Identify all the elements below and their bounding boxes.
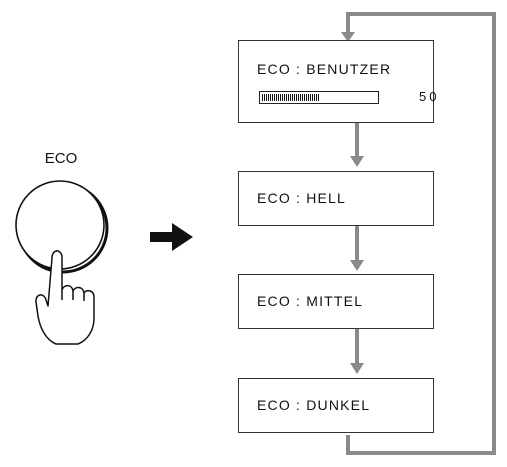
mode-box-hell: ECO : HELL <box>238 171 434 226</box>
level-value: 50 <box>419 89 440 104</box>
down-connector-3 <box>350 329 364 374</box>
hand-icon <box>35 250 95 345</box>
mode-label-dunkel: ECO : DUNKEL <box>257 397 371 413</box>
loop-connector <box>346 12 496 455</box>
mode-box-benutzer: ECO : BENUTZER 50 <box>238 40 436 123</box>
mode-label-mittel: ECO : MITTEL <box>257 293 364 309</box>
level-bar <box>259 91 379 104</box>
eco-button-label: ECO <box>44 150 78 167</box>
down-connector-1 <box>350 123 364 167</box>
down-connector-2 <box>350 226 364 271</box>
mode-box-mittel: ECO : MITTEL <box>238 274 434 329</box>
mode-box-dunkel: ECO : DUNKEL <box>238 378 434 433</box>
level-bar-fill <box>262 94 319 101</box>
mode-label-benutzer: ECO : BENUTZER <box>257 61 392 77</box>
loop-arrowhead <box>341 32 355 42</box>
mode-label-hell: ECO : HELL <box>257 190 347 206</box>
right-arrow-icon <box>150 223 193 251</box>
